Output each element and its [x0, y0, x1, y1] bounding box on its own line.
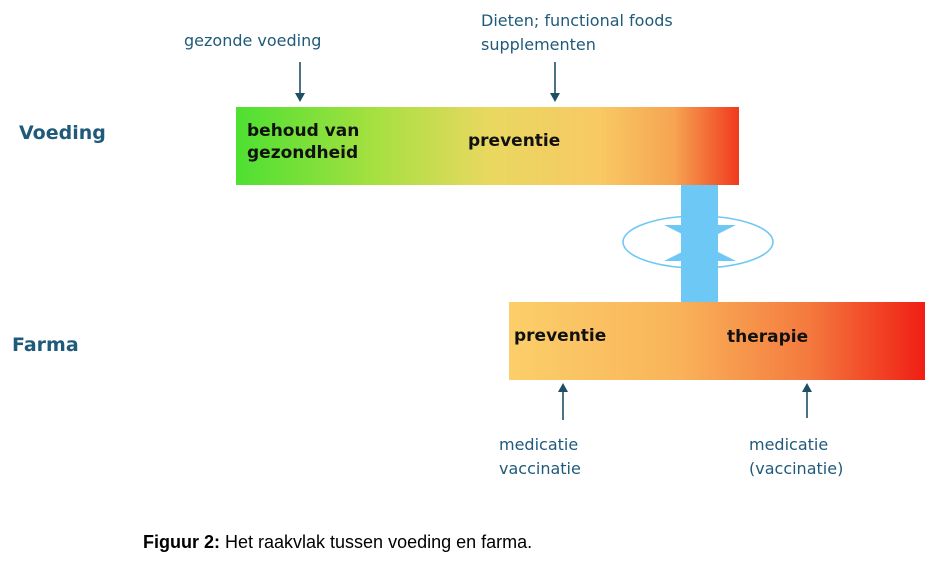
annotation-medicatie1-line1: medicatie	[499, 435, 579, 454]
annotation-medicatie-preventie: medicatie vaccinatie	[499, 433, 581, 481]
voeding-bar-left-line2: gezondheid	[247, 143, 359, 163]
annotation-gezonde-voeding: gezonde voeding	[184, 31, 322, 50]
voeding-bar-left-line1: behoud van	[247, 121, 360, 141]
connector-bowtie	[664, 225, 736, 261]
annotation-medicatie-therapie: medicatie (vaccinatie)	[749, 433, 843, 481]
annotation-dieten-line1: Dieten; functional foods	[481, 11, 673, 30]
voeding-bar-behoud: behoud van gezondheid	[247, 120, 359, 164]
annotation-dieten: Dieten; functional foods supplementen	[481, 9, 673, 57]
voeding-bar: behoud van gezondheid preventie	[236, 107, 739, 185]
annotation-medicatie2-line2: (vaccinatie)	[749, 459, 844, 478]
arrow-gezonde-voeding-icon	[295, 62, 305, 102]
connector-band	[681, 185, 718, 302]
arrow-medicatie-therapie-icon	[802, 383, 812, 418]
voeding-bar-preventie: preventie	[468, 131, 561, 151]
annotation-medicatie2-line1: medicatie	[749, 435, 829, 454]
farma-bar-preventie: preventie	[514, 326, 607, 346]
caption-prefix: Figuur 2:	[143, 532, 220, 552]
farma-bar: preventie therapie	[509, 302, 925, 380]
arrow-dieten-icon	[550, 62, 560, 102]
annotation-dieten-line2: supplementen	[481, 35, 596, 54]
arrow-medicatie-preventie-icon	[558, 383, 568, 420]
figure-caption: Figuur 2: Het raakvlak tussen voeding en…	[143, 532, 532, 553]
caption-text: Het raakvlak tussen voeding en farma.	[220, 532, 533, 552]
row-label-farma: Farma	[12, 334, 79, 356]
annotation-medicatie1-line2: vaccinatie	[499, 459, 581, 478]
farma-bar-therapie: therapie	[727, 327, 809, 347]
row-label-voeding: Voeding	[19, 122, 106, 144]
connector-ellipse	[622, 215, 774, 269]
